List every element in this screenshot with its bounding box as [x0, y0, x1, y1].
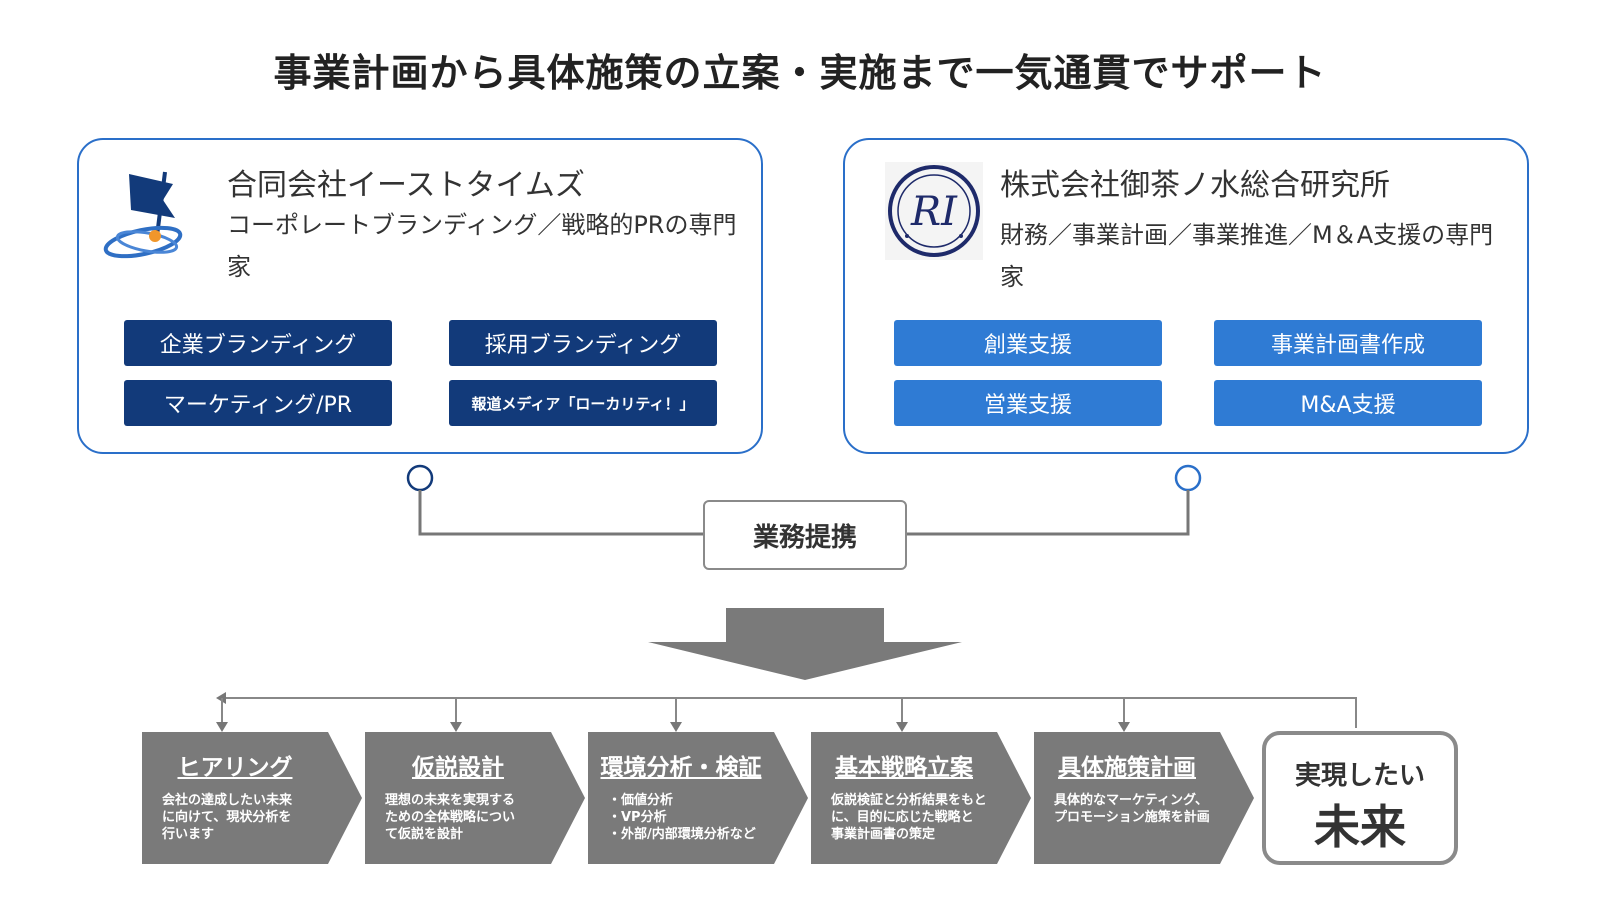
service-locality-media: 報道メディア「ローカリティ！」: [449, 380, 717, 426]
svg-text:RI: RI: [910, 189, 958, 235]
company-card-easttimes: 合同会社イーストタイムズ コーポレートブランディング／戦略的PRの専門家 企業ブ…: [77, 138, 763, 454]
down-arrow-icon: [648, 608, 962, 680]
step-action-plan: 具体施策計画 具体的なマーケティング、 プロモーション施策を計画: [1034, 732, 1254, 864]
step-hypothesis: 仮説設計 理想の未来を実現する ための全体戦略につい て仮説を設計: [365, 732, 585, 864]
step-hearing: ヒアリング 会社の達成したい未来 に向けて、現状分析を 行います: [142, 732, 362, 864]
company-name: 合同会社イーストタイムズ: [227, 168, 585, 203]
step-analysis: 環境分析・検証 ・価値分析 ・VP分析 ・外部/内部環境分析など: [588, 732, 808, 864]
company-description: 財務／事業計画／事業推進／M＆A支援の専門家: [1000, 221, 1494, 291]
page-title: 事業計画から具体施策の立案・実施まで一気通貫でサポート: [273, 51, 1327, 95]
step-description: 会社の達成したい未来 に向けて、現状分析を 行います: [162, 793, 293, 842]
step-title: 具体施策計画: [1058, 755, 1196, 781]
connector-line-right: [907, 490, 1190, 536]
company-name: 株式会社御茶ノ水総合研究所: [1000, 168, 1390, 203]
service-corporate-branding: 企業ブランディング: [124, 320, 392, 366]
future-top-label: 実現したい: [1294, 761, 1425, 791]
step-description: 具体的なマーケティング、 プロモーション施策を計画: [1054, 793, 1210, 825]
step-title: ヒアリング: [177, 755, 293, 781]
step-description: ・価値分析 ・VP分析 ・外部/内部環境分析など: [608, 793, 756, 842]
step-title: 環境分析・検証: [600, 755, 762, 781]
service-business-plan: 事業計画書作成: [1214, 320, 1482, 366]
ori-monogram-icon: RI: [885, 162, 983, 260]
partnership-box: 業務提携: [703, 500, 907, 570]
service-sales-support: 営業支援: [894, 380, 1162, 426]
step-strategy: 基本戦略立案 仮説検証と分析結果をもと に、目的に応じた戦略と 事業計画書の策定: [811, 732, 1031, 864]
service-marketing-pr: マーケティング/PR: [124, 380, 392, 426]
future-big-label: 未来: [1314, 800, 1406, 854]
company-description: コーポレートブランディング／戦略的PRの専門家: [227, 211, 737, 281]
service-startup-support: 創業支援: [894, 320, 1162, 366]
service-ma-support: M&A支援: [1214, 380, 1482, 426]
partnership-connector: [406, 464, 1202, 536]
step-description: 仮説検証と分析結果をもと に、目的に応じた戦略と 事業計画書の策定: [831, 793, 987, 842]
step-description: 理想の未来を実現する ための全体戦略につい て仮説を設計: [385, 793, 516, 842]
step-title: 基本戦略立案: [835, 755, 973, 781]
future-box: 実現したい 未来: [1262, 731, 1458, 865]
company-card-ochanomizu: RI 株式会社御茶ノ水総合研究所 財務／事業計画／事業推進／M＆A支援の専門家 …: [843, 138, 1529, 454]
flag-orbit-icon: [103, 171, 183, 259]
step-title: 仮説設計: [412, 755, 504, 781]
service-recruit-branding: 採用ブランディング: [449, 320, 717, 366]
connector-line-left: [418, 490, 703, 536]
